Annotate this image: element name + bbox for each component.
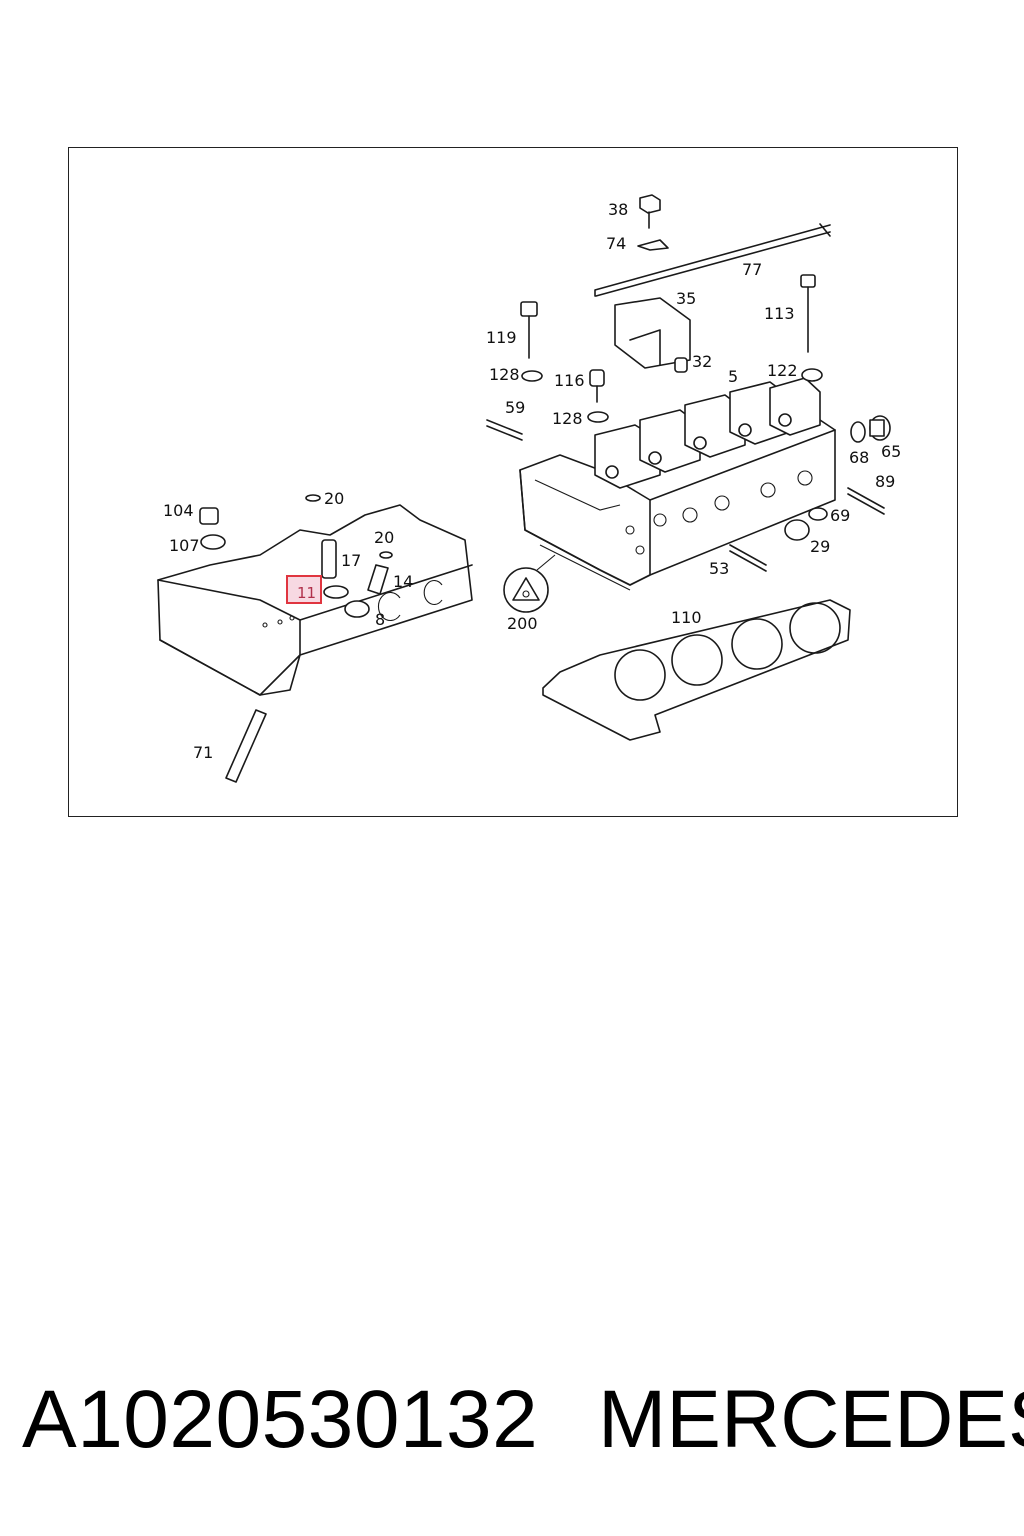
- stud-53: [729, 544, 767, 572]
- label-122: 122: [767, 361, 798, 380]
- highlight-box[interactable]: [286, 575, 322, 604]
- label-69: 69: [830, 506, 850, 525]
- ring-8: [344, 600, 370, 618]
- part-number: A1020530132: [22, 1374, 539, 1465]
- label-77: 77: [742, 260, 762, 279]
- clip-20b: [379, 551, 393, 559]
- guide-17: [321, 539, 337, 579]
- label-11-highlighted[interactable]: 11: [297, 584, 316, 602]
- washer-128a: [521, 370, 543, 382]
- label-5: 5: [728, 367, 738, 386]
- washer-128b: [587, 411, 609, 423]
- label-107: 107: [169, 536, 200, 555]
- seal-11: [323, 585, 349, 599]
- guide-14: [367, 564, 389, 595]
- label-110: 110: [671, 608, 702, 627]
- cover-200: [503, 567, 549, 613]
- label-68: 68: [849, 448, 869, 467]
- bolt-119: [520, 301, 538, 359]
- cap-29: [784, 519, 810, 541]
- plug-65: [869, 415, 891, 441]
- label-8: 8: [375, 610, 385, 629]
- bolt-38: [639, 194, 661, 229]
- label-89: 89: [875, 472, 895, 491]
- label-200: 200: [507, 614, 538, 633]
- label-17: 17: [341, 551, 361, 570]
- seal-107: [200, 534, 226, 550]
- tube-71: [225, 709, 267, 783]
- clip-20a: [305, 494, 321, 502]
- stud-59: [486, 419, 523, 441]
- sleeve-32: [674, 357, 688, 373]
- brand-name: MERCEDES: [598, 1374, 1024, 1465]
- label-71: 71: [193, 743, 213, 762]
- footer: A1020530132 MERCEDES: [0, 1370, 1024, 1470]
- label-113: 113: [764, 304, 795, 323]
- label-53: 53: [709, 559, 729, 578]
- bracket-35: [614, 297, 691, 369]
- cylinder-head: [519, 377, 836, 591]
- label-20a: 20: [324, 489, 344, 508]
- label-128a: 128: [489, 365, 520, 384]
- seal-68: [850, 421, 866, 443]
- oil-pipe-77: [594, 223, 831, 297]
- stud-89: [847, 487, 885, 515]
- washer-122: [801, 368, 823, 382]
- label-32: 32: [692, 352, 712, 371]
- label-20b: 20: [374, 528, 394, 547]
- bolt-116: [589, 369, 605, 403]
- washer-69: [808, 507, 828, 521]
- label-116: 116: [554, 371, 585, 390]
- label-59: 59: [505, 398, 525, 417]
- label-35: 35: [676, 289, 696, 308]
- plug-104: [199, 507, 219, 525]
- clip-74: [637, 239, 669, 251]
- label-104: 104: [163, 501, 194, 520]
- head-gasket-110: [542, 599, 851, 741]
- label-29: 29: [810, 537, 830, 556]
- label-128b: 128: [552, 409, 583, 428]
- bolt-113: [800, 274, 816, 353]
- label-14: 14: [393, 572, 413, 591]
- label-119: 119: [486, 328, 517, 347]
- label-65: 65: [881, 442, 901, 461]
- label-38: 38: [608, 200, 628, 219]
- label-74: 74: [606, 234, 626, 253]
